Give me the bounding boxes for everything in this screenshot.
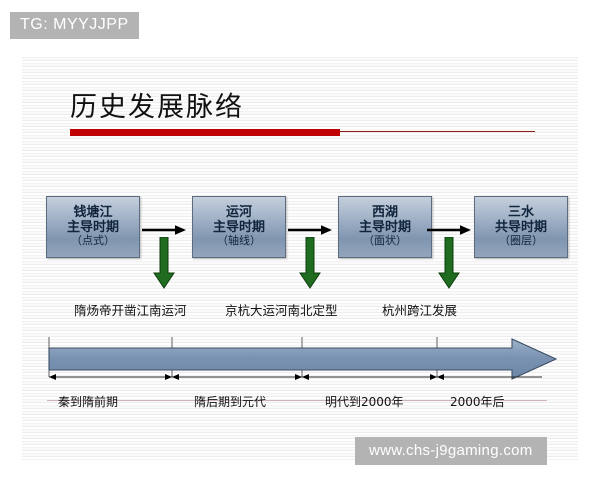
right-arrow-icon [142, 225, 186, 235]
phase-box-subtitle: 共导时期 [494, 219, 547, 235]
phase-box-note: （面状） [363, 234, 407, 248]
title-underline-thin [340, 131, 535, 132]
phase-box-note: （轴线） [217, 234, 261, 248]
down-arrow-icon [299, 237, 321, 289]
event-label-2: 京杭大运河南北定型 [225, 303, 338, 318]
down-arrow-icon [153, 237, 175, 289]
phase-box-subtitle: 主导时期 [66, 219, 119, 235]
phase-box-subtitle: 主导时期 [212, 219, 265, 235]
timeline [22, 335, 578, 415]
phase-box-west-lake[interactable]: 西湖 主导时期 （面状） [338, 196, 432, 258]
down-arrow-icon [438, 237, 460, 289]
period-label-2: 隋后期到元代 [194, 395, 267, 409]
watermark-bottom-right: www.chs-j9gaming.com [355, 437, 547, 465]
title-underline-thick [70, 129, 340, 136]
phase-box-title: 三水 [507, 205, 534, 221]
phase-box-title: 钱塘江 [73, 205, 113, 221]
phase-box-canal[interactable]: 运河 主导时期 （轴线） [192, 196, 286, 258]
phase-box-qiantang-river[interactable]: 钱塘江 主导时期 （点式） [46, 196, 140, 258]
phase-box-three-waters[interactable]: 三水 共导时期 （圈层） [474, 196, 568, 258]
right-arrow-icon [427, 225, 471, 235]
event-label-3: 杭州跨江发展 [382, 303, 458, 318]
page-title: 历史发展脉络 [70, 92, 244, 123]
phase-box-note: （圈层） [499, 234, 543, 248]
period-label-3: 明代到2000年 [325, 395, 404, 409]
phase-box-subtitle: 主导时期 [358, 219, 411, 235]
event-label-1: 隋炀帝开凿江南运河 [74, 303, 187, 318]
period-label-4: 2000年后 [450, 395, 505, 409]
period-divider [47, 400, 547, 401]
phase-box-title: 运河 [225, 205, 252, 221]
right-arrow-icon [288, 225, 332, 235]
period-label-1: 秦到隋前期 [58, 395, 119, 409]
phase-box-title: 西湖 [371, 205, 398, 221]
phase-box-note: （点式） [71, 234, 115, 248]
watermark-top-left: TG: MYYJJPP [10, 12, 139, 39]
slide-canvas: 历史发展脉络 钱塘江 主导时期 （点式） 运河 主导时期 （轴线） 西湖 主导时… [22, 55, 578, 460]
